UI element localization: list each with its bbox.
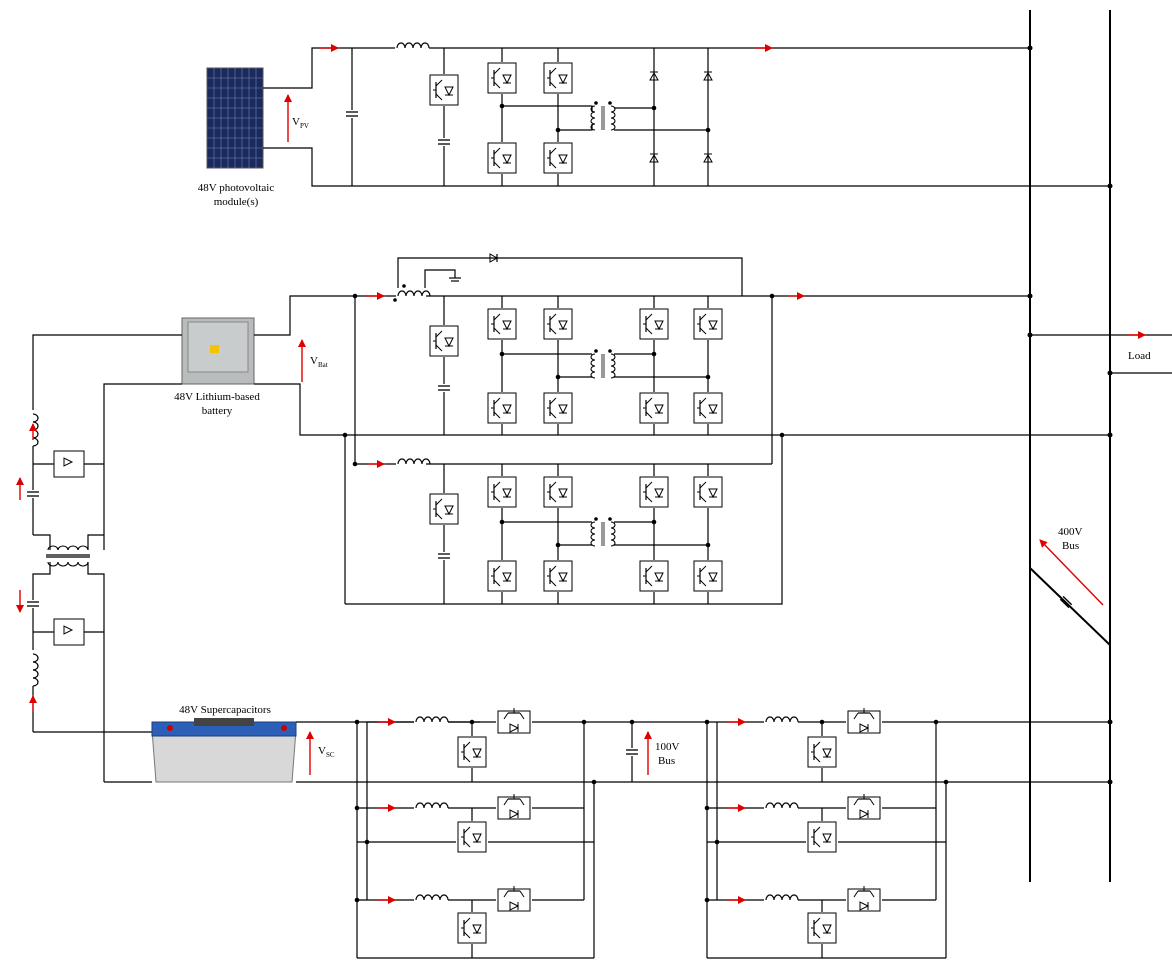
battery-label-line1: 48V Lithium-based (174, 391, 260, 403)
sc-voltage-label: VSC (318, 745, 335, 759)
supercap-image (151, 729, 297, 783)
bus-400v-label-line1: 400V (1058, 526, 1083, 538)
pv-module-label-line2: module(s) (214, 196, 259, 208)
dc-bus-bars (1027, 10, 1172, 882)
load-label: Load (1128, 350, 1151, 362)
supercap-label: 48V Supercapacitors (179, 704, 271, 716)
bus-400v-label-line2: Bus (1062, 540, 1079, 552)
supercap-converter (151, 707, 1113, 959)
pv-converter (206, 42, 1113, 189)
battery-label-line2: battery (202, 405, 233, 417)
bus-100v-label-line1: 100V (655, 741, 680, 753)
pv-voltage-label: VPV (292, 116, 309, 130)
bus-100v-label-line2: Bus (658, 755, 675, 767)
battery-converter (181, 253, 1113, 605)
battery-voltage-label: VBat (310, 355, 328, 369)
battery-supercap-link (16, 334, 182, 783)
pv-module-label-line1: 48V photovoltaic (198, 182, 275, 194)
labels: 48V photovoltaic module(s) VPV 48V Lithi… (174, 116, 1151, 767)
